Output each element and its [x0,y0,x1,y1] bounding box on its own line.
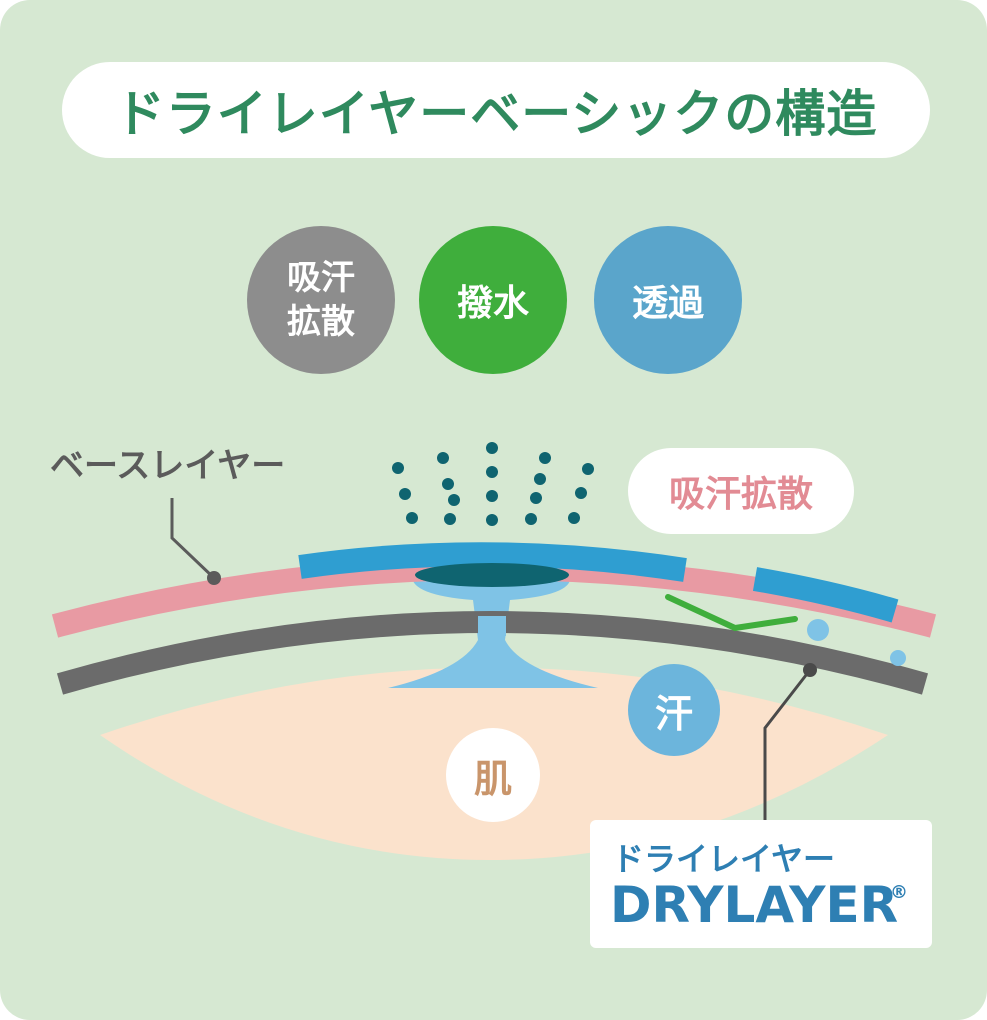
base-layer-pointer [207,571,221,585]
drylayer-jp: ドライレイヤー [612,840,836,878]
sweat-droplet [890,650,906,666]
base-layer-label: ベースレイヤー [50,446,286,486]
repel-line [665,594,798,632]
base-layer-blue-left [298,542,687,582]
page-title: ドライレイヤーベーシックの構造 [114,85,878,143]
function-water-repellent: 撥水 [419,226,567,374]
drylayer-leader [763,669,812,820]
drylayer-label-box: ドライレイヤー DRYLAYER ® [590,820,932,948]
drylayer-pointer [803,663,817,677]
title-pill: ドライレイヤーベーシックの構造 [62,62,930,158]
base-layer-leader [170,498,216,580]
function-label: 透過 [631,283,704,324]
sweat-badge: 汗 [628,664,720,756]
permeation-gap [478,616,506,636]
diffusion-dots [392,442,594,526]
drylayer-logo-text: DRYLAYER [610,876,899,934]
registered-mark: ® [890,882,908,903]
base-layer-blue-right [752,567,899,623]
function-absorb-diffuse: 吸汗拡散 [247,226,395,374]
skin-badge: 肌 [446,728,540,822]
absorbed-sweat [415,563,569,587]
function-label: 撥水 [456,283,529,324]
skin-text: 肌 [473,756,512,801]
diffusion-text: 吸汗拡散 [668,474,813,515]
function-permeation: 透過 [594,226,742,374]
function-label: 吸汗拡散 [287,258,355,342]
sweat-text: 汗 [654,691,693,736]
sweat-droplet [807,619,829,641]
diffusion-label: 吸汗拡散 [628,448,854,534]
